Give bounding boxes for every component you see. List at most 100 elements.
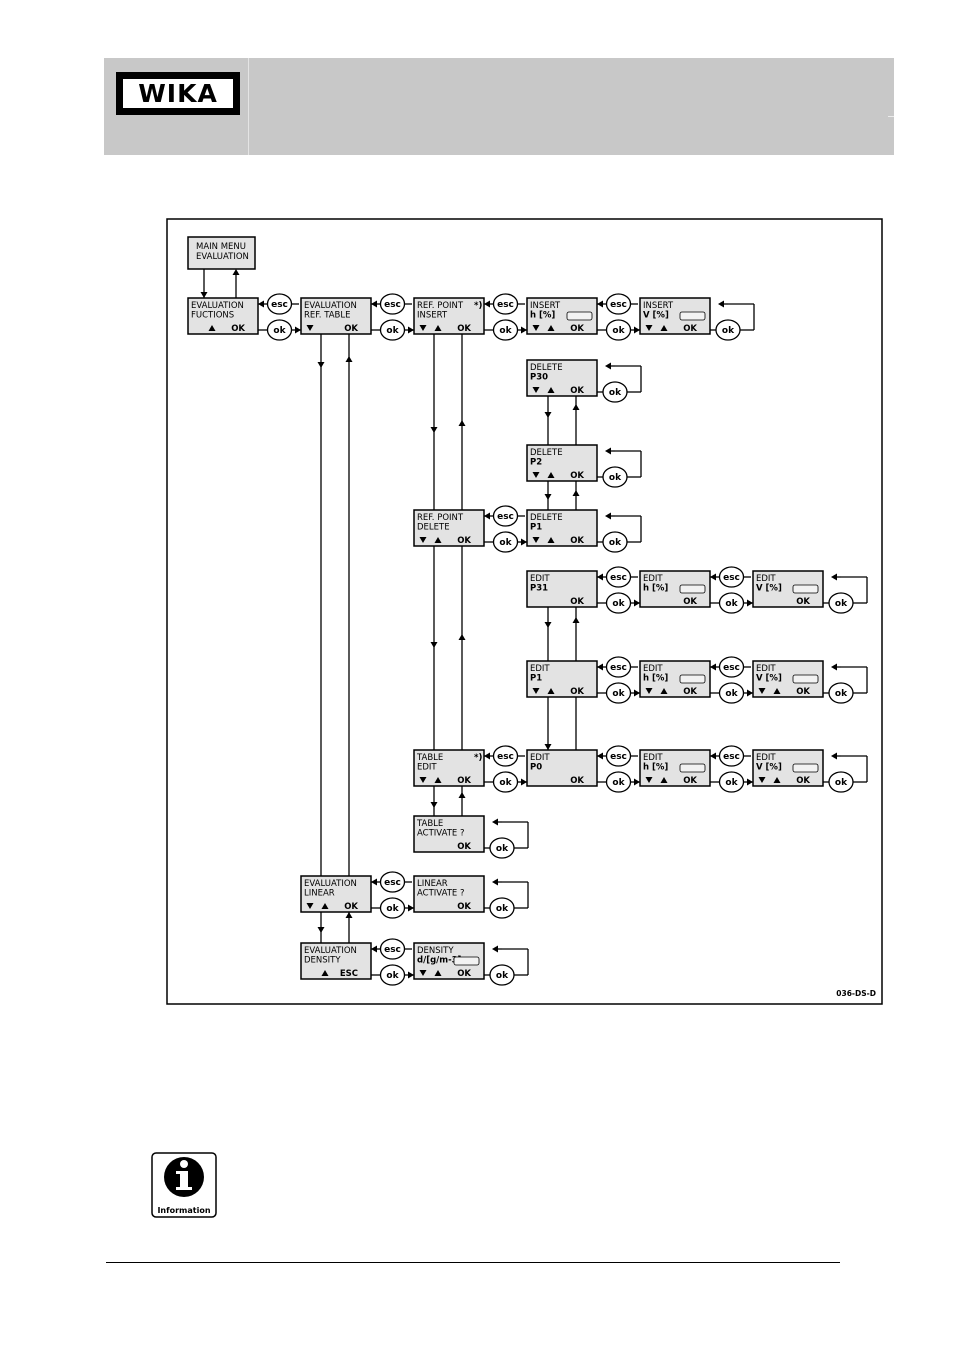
flow-arrow-right-icon — [634, 599, 640, 607]
up-arrow-icon — [434, 537, 442, 543]
display-line: V [%] — [756, 674, 782, 684]
display-line: P1 — [530, 674, 542, 684]
flow-arrow-up-icon — [232, 269, 240, 275]
ok-button[interactable]: ok — [605, 771, 632, 793]
display-line: TABLE — [416, 819, 443, 829]
flow-arrow-down-icon — [544, 744, 552, 750]
display-line: d/[g/m-3] — [417, 956, 462, 966]
down-arrow-icon — [532, 537, 540, 543]
ok-button[interactable]: ok — [379, 319, 406, 341]
flow-arrow-right-icon — [747, 689, 753, 697]
ok-button[interactable]: ok — [718, 592, 745, 614]
ok-button[interactable]: ok — [718, 682, 745, 704]
ok-button[interactable]: ok — [379, 897, 406, 919]
ok-button[interactable]: ok — [492, 531, 519, 553]
figure-id: 036-DS-D — [836, 989, 876, 998]
flow-arrow-left-icon — [597, 300, 603, 308]
ok-button[interactable]: ok — [828, 682, 854, 704]
ok-button[interactable]: ok — [605, 319, 632, 341]
svg-text:ok: ok — [612, 778, 625, 788]
header-separator — [248, 58, 249, 155]
esc-button[interactable]: esc — [492, 505, 519, 527]
flow-arrow-left-icon — [371, 300, 377, 308]
svg-text:ok: ok — [499, 778, 512, 788]
esc-button[interactable]: esc — [718, 745, 745, 767]
flow-arrow-down-icon — [544, 622, 552, 628]
down-arrow-icon — [645, 777, 653, 783]
flow-arrow-up-icon — [458, 634, 466, 640]
ok-button[interactable]: ok — [715, 319, 741, 341]
down-arrow-icon — [758, 777, 766, 783]
ok-button[interactable]: ok — [602, 381, 628, 403]
ok-button[interactable]: ok — [489, 897, 515, 919]
footer-line — [106, 1262, 840, 1263]
esc-button[interactable]: esc — [379, 871, 406, 893]
ok-button[interactable]: ok — [489, 837, 515, 859]
flow-arrow-left-icon — [718, 300, 724, 308]
display-line: LINEAR — [304, 889, 335, 899]
flow-arrow-right-icon — [521, 778, 527, 786]
ok-button[interactable]: ok — [379, 964, 406, 986]
display-line: DELETE — [530, 363, 563, 373]
flow-arrow-left-icon — [484, 300, 490, 308]
ok-button[interactable]: ok — [489, 964, 515, 986]
display-line: LINEAR — [417, 879, 448, 889]
svg-text:esc: esc — [723, 752, 740, 762]
esc-button[interactable]: esc — [266, 293, 293, 315]
flow-arrow-up-icon — [572, 404, 580, 410]
up-arrow-icon — [321, 903, 329, 909]
flow-arrow-up-icon — [572, 490, 580, 496]
esc-button[interactable]: esc — [718, 656, 745, 678]
up-arrow-icon — [547, 472, 555, 478]
esc-button[interactable]: esc — [492, 293, 519, 315]
value-field — [792, 584, 819, 594]
wika-logo-text: WIKA — [138, 79, 218, 108]
up-arrow-icon — [773, 777, 781, 783]
esc-button[interactable]: esc — [492, 745, 519, 767]
flow-arrow-down-icon — [430, 427, 438, 433]
flow-arrow-left-icon — [492, 878, 498, 886]
esc-button[interactable]: esc — [605, 745, 632, 767]
footnote-mark: *) — [474, 301, 482, 311]
action-label: OK — [570, 687, 584, 697]
display-line: DELETE — [530, 448, 563, 458]
action-label: OK — [683, 687, 697, 697]
ok-button[interactable]: ok — [605, 592, 632, 614]
ok-button[interactable]: ok — [266, 319, 293, 341]
svg-text:ok: ok — [386, 904, 399, 914]
ok-button[interactable]: ok — [828, 592, 854, 614]
esc-button[interactable]: esc — [379, 938, 406, 960]
esc-button[interactable]: esc — [379, 293, 406, 315]
esc-button[interactable]: esc — [605, 293, 632, 315]
ok-button[interactable]: ok — [492, 319, 519, 341]
action-label: OK — [570, 386, 584, 396]
flow-arrow-left-icon — [605, 512, 611, 520]
svg-text:ok: ok — [835, 778, 848, 788]
ok-button[interactable]: ok — [605, 682, 632, 704]
svg-text:esc: esc — [610, 752, 627, 762]
ok-button[interactable]: ok — [492, 771, 519, 793]
up-arrow-icon — [321, 970, 329, 976]
display-line: P1 — [530, 523, 542, 533]
ok-button[interactable]: ok — [718, 771, 745, 793]
ok-button[interactable]: ok — [602, 531, 628, 553]
ok-button[interactable]: ok — [602, 466, 628, 488]
value-field — [679, 674, 706, 684]
ok-button[interactable]: ok — [828, 771, 854, 793]
svg-text:esc: esc — [271, 300, 288, 310]
esc-button[interactable]: esc — [605, 566, 632, 588]
flow-arrow-down-icon — [544, 494, 552, 500]
svg-text:ok: ok — [609, 538, 622, 548]
display-line: h [%] — [643, 763, 668, 773]
esc-button[interactable]: esc — [605, 656, 632, 678]
display-line: EVALUATION — [304, 301, 357, 311]
information-icon: Information — [151, 1152, 217, 1218]
esc-button[interactable]: esc — [718, 566, 745, 588]
flow-arrow-left-icon — [597, 663, 603, 671]
up-arrow-icon — [773, 688, 781, 694]
